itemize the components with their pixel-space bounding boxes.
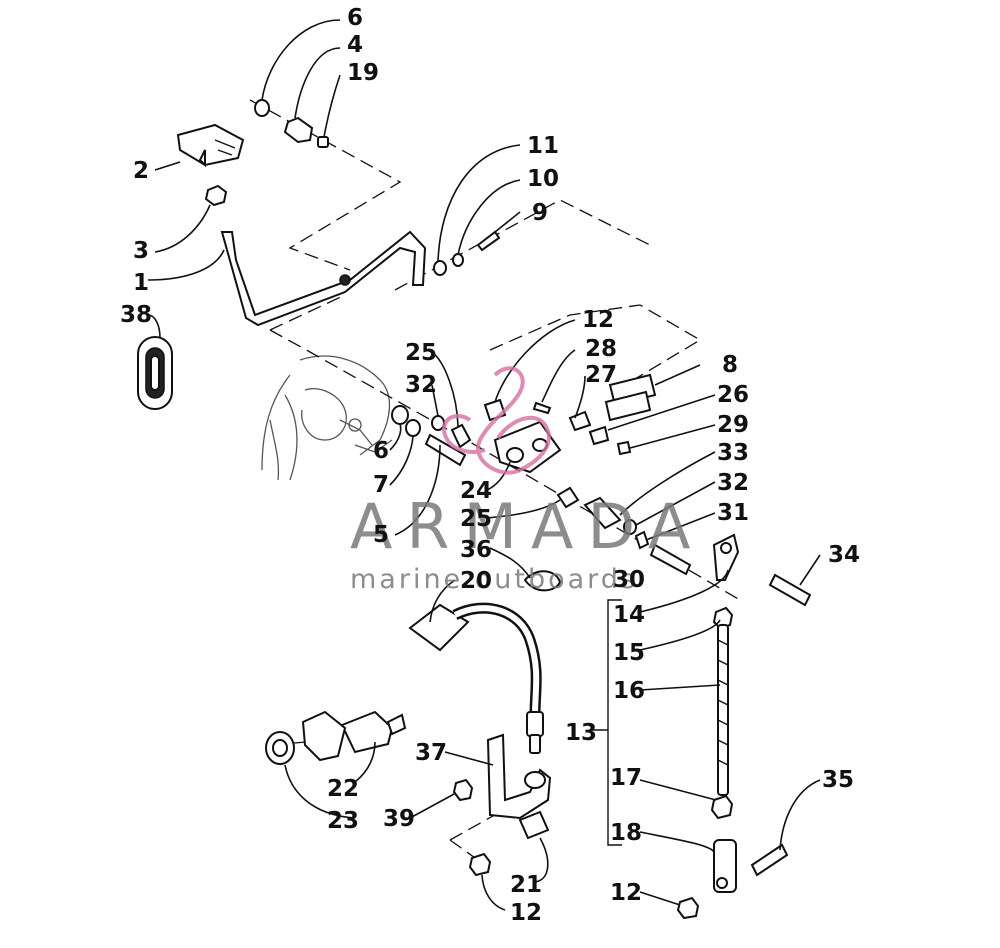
callout-38: 38	[120, 302, 152, 328]
part-knob-2	[176, 123, 245, 168]
callout-7: 7	[373, 472, 389, 498]
callout-9: 9	[532, 200, 548, 226]
callout-12c: 12	[510, 900, 542, 926]
callout-35: 35	[822, 767, 854, 793]
callout-20: 20	[460, 568, 492, 594]
part-bolt-30	[649, 543, 692, 576]
callout-5: 5	[373, 522, 389, 548]
callout-22: 22	[327, 776, 359, 802]
part-washer-6a	[254, 99, 270, 117]
group-bracket-13	[590, 599, 622, 846]
callout-37: 37	[415, 740, 447, 766]
callout-25b: 25	[460, 506, 492, 532]
callout-numbers: 6 4 19 2 3 1 38 11 10 9 12 28 27 8 26 29…	[120, 5, 860, 926]
callout-4: 4	[347, 32, 363, 58]
part-threaded-rod-16	[717, 624, 729, 796]
callout-1: 1	[133, 270, 149, 296]
callout-39: 39	[383, 806, 415, 832]
callout-30: 30	[613, 567, 645, 593]
callout-32b: 32	[717, 470, 749, 496]
watermark-tagline: marine outboards	[350, 564, 638, 595]
callout-26: 26	[717, 382, 749, 408]
part-bracket-37	[486, 733, 552, 820]
callout-12a: 12	[582, 307, 614, 333]
callout-36: 36	[460, 537, 492, 563]
part-nut-3	[204, 184, 228, 207]
part-parts-28-27-26-29	[532, 401, 632, 456]
callout-24: 24	[460, 478, 492, 504]
part-spacer-33	[583, 496, 622, 530]
part-grommet-38	[137, 336, 173, 410]
part-switch-22	[340, 710, 407, 754]
part-clip-36	[523, 570, 562, 592]
callout-21: 21	[510, 872, 542, 898]
part-collar-21	[518, 810, 550, 840]
callout-6a: 6	[347, 5, 363, 31]
part-cable-20	[408, 602, 544, 754]
watermark-logo-icon	[442, 366, 551, 475]
part-screw-9	[476, 230, 501, 252]
callout-18: 18	[610, 820, 642, 846]
callout-33: 33	[717, 440, 749, 466]
part-washers-11-10	[433, 253, 464, 276]
callout-28: 28	[585, 336, 617, 362]
part-nuts-39-12b	[452, 778, 492, 877]
callout-23: 23	[327, 808, 359, 834]
callout-29: 29	[717, 412, 749, 438]
part-rod-end-14	[712, 533, 740, 581]
part-collar-25b	[556, 486, 580, 509]
part-shift-rod-1	[220, 230, 427, 327]
callout-25a: 25	[405, 340, 437, 366]
leader-lines	[147, 19, 821, 911]
callout-19: 19	[347, 60, 379, 86]
callout-3: 3	[133, 238, 149, 264]
callout-32a: 32	[405, 372, 437, 398]
engine-outline-sketch	[261, 355, 393, 481]
watermark: ARMADA marine outboards	[350, 366, 704, 595]
part-bushing-19	[317, 136, 329, 148]
callout-34: 34	[828, 542, 860, 568]
part-nut-17	[710, 794, 734, 820]
part-collar-4	[283, 116, 314, 144]
callout-16: 16	[613, 678, 645, 704]
callout-14: 14	[613, 602, 645, 628]
callout-13: 13	[565, 720, 597, 746]
part-rod-end-18	[713, 839, 737, 893]
part-block-8	[604, 373, 657, 422]
callout-31: 31	[717, 500, 749, 526]
part-bolt-34	[768, 573, 812, 607]
callout-2: 2	[133, 158, 149, 184]
part-plate-and-nut-23	[265, 710, 347, 765]
callout-17: 17	[610, 765, 642, 791]
callout-10: 10	[527, 166, 559, 192]
watermark-brand: ARMADA	[350, 490, 704, 563]
part-nut-12c	[676, 896, 700, 920]
callout-8: 8	[722, 352, 738, 378]
callout-15: 15	[613, 640, 645, 666]
part-bolt-35	[750, 843, 789, 877]
callout-11: 11	[527, 133, 559, 159]
part-collar-25a	[450, 423, 472, 449]
callout-12b: 12	[610, 880, 642, 906]
part-washers-32b-31	[623, 519, 650, 550]
callout-6b: 6	[373, 438, 389, 464]
callout-27: 27	[585, 362, 617, 388]
